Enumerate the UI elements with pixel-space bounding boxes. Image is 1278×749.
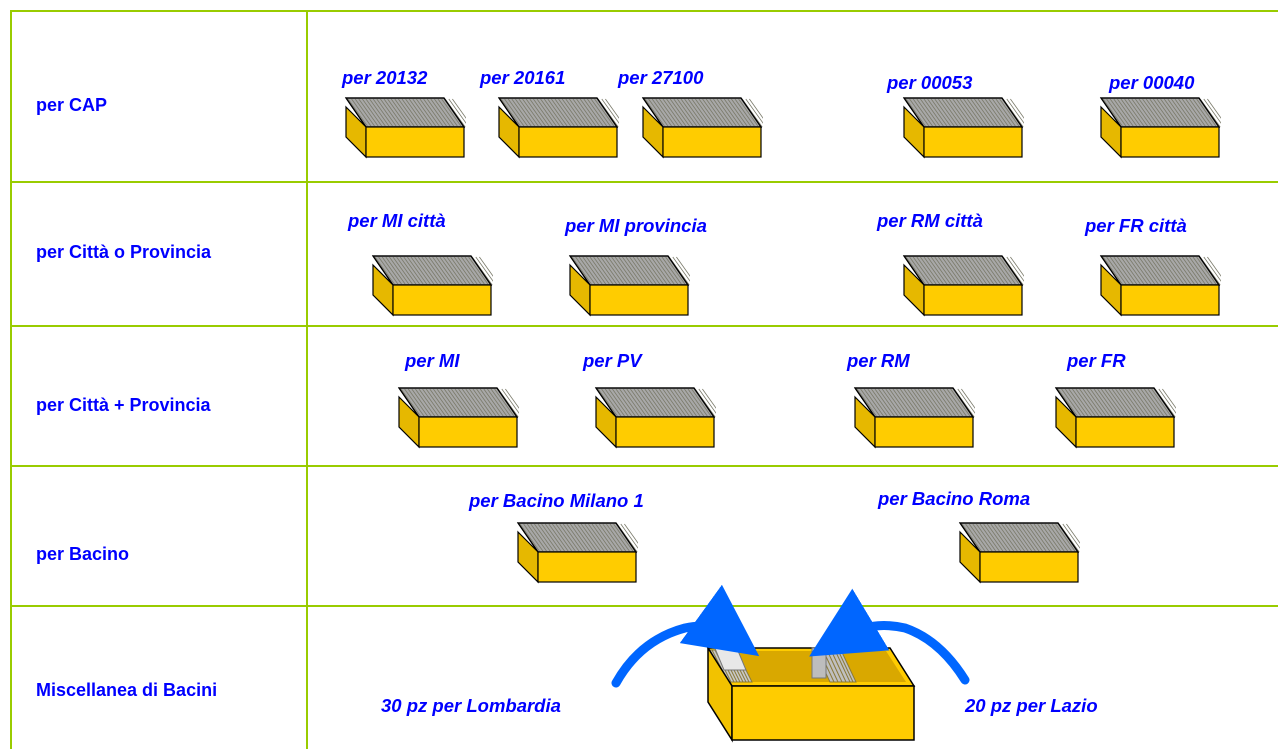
tray-label: per FR città bbox=[1085, 215, 1187, 236]
mail-tray-icon bbox=[497, 95, 619, 159]
row-divider bbox=[10, 465, 1278, 467]
tray-label: per PV bbox=[583, 350, 642, 371]
mail-tray-icon bbox=[902, 95, 1024, 159]
tray-label: per Bacino Roma bbox=[878, 488, 1031, 509]
mail-tray-icon bbox=[344, 95, 466, 159]
mail-tray-icon bbox=[1099, 95, 1221, 159]
lazio-note: 20 pz per Lazio bbox=[965, 695, 1098, 716]
tray-label: per 00053 bbox=[887, 72, 973, 93]
curved-arrow-icon bbox=[809, 588, 970, 685]
curved-arrow-icon bbox=[611, 584, 760, 688]
mail-tray-icon bbox=[516, 520, 638, 584]
tray-label: per 27100 bbox=[618, 67, 704, 88]
row-label-citta-o-provincia: per Città o Provincia bbox=[36, 242, 212, 262]
row-divider bbox=[10, 181, 1278, 183]
tray-label: per MI bbox=[405, 350, 460, 371]
tray-label: per Bacino Milano 1 bbox=[469, 490, 644, 511]
tray-label: per 20161 bbox=[480, 67, 566, 88]
tray-label: per 00040 bbox=[1109, 72, 1195, 93]
lombardia-note: 30 pz per Lombardia bbox=[381, 695, 561, 716]
table-frame bbox=[10, 10, 1278, 749]
row-divider bbox=[10, 325, 1278, 327]
row-label-citta-piu-provincia: per Città + Provincia bbox=[36, 395, 211, 415]
mail-tray-icon bbox=[853, 385, 975, 449]
column-divider bbox=[306, 10, 308, 749]
tray-label: per RM bbox=[847, 350, 910, 371]
mail-tray-icon bbox=[1054, 385, 1176, 449]
mail-tray-icon bbox=[371, 253, 493, 317]
mail-tray-icon bbox=[902, 253, 1024, 317]
row-label-bacino: per Bacino bbox=[36, 544, 130, 564]
tray-label: per FR bbox=[1067, 350, 1126, 371]
mail-tray-icon bbox=[958, 520, 1080, 584]
mail-tray-icon bbox=[594, 385, 716, 449]
tray-label: per MI provincia bbox=[565, 215, 707, 236]
open-mail-tray-icon bbox=[700, 640, 920, 749]
mail-tray-icon bbox=[1099, 253, 1221, 317]
mail-tray-icon bbox=[641, 95, 763, 159]
mail-tray-icon bbox=[568, 253, 690, 317]
tray-label: per RM città bbox=[877, 210, 983, 231]
tray-label: per MI città bbox=[348, 210, 446, 231]
row-label-cap: per CAP bbox=[36, 95, 108, 115]
mail-tray-icon bbox=[397, 385, 519, 449]
tray-label: per 20132 bbox=[342, 67, 428, 88]
row-label-miscellanea: Miscellanea di Bacini bbox=[36, 680, 218, 700]
row-divider bbox=[10, 605, 1278, 607]
